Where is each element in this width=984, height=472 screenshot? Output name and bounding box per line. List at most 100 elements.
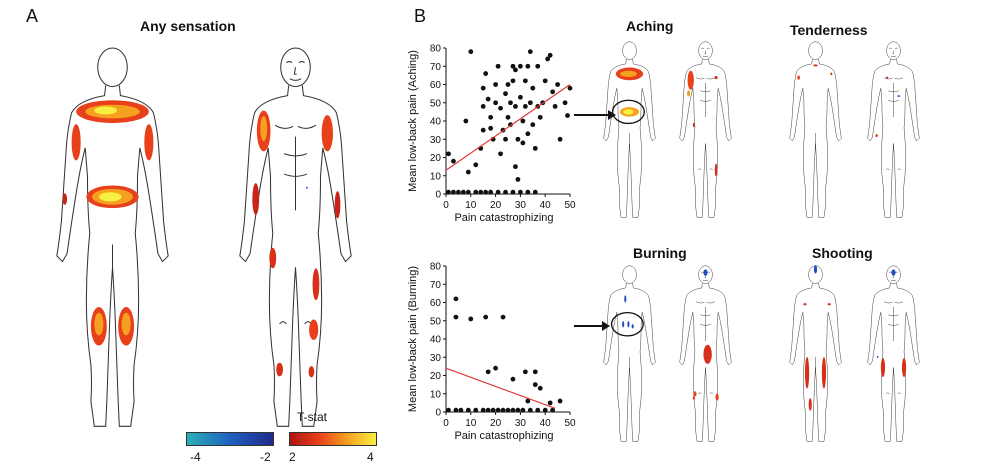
data-point [485, 96, 491, 102]
x-tick-label: 0 [443, 418, 449, 429]
data-point [500, 314, 506, 320]
body-map-front-burning [679, 265, 732, 442]
data-point [535, 407, 541, 413]
data-point [542, 407, 548, 413]
y-tick-label: 80 [430, 44, 442, 55]
map-title-aching: Aching [626, 18, 674, 34]
x-tick-label: 30 [515, 418, 527, 429]
data-point [483, 189, 489, 195]
y-tick-label: 20 [430, 153, 442, 164]
data-point [532, 369, 538, 375]
data-point [495, 407, 501, 413]
data-point [557, 398, 563, 404]
colorbar-label-neg4: -4 [190, 450, 201, 464]
data-point [451, 158, 456, 164]
data-point [451, 189, 456, 195]
panel-b-letter: B [414, 6, 427, 26]
data-point [550, 89, 556, 95]
data-point [518, 63, 523, 69]
body-map-back-any-sensation [56, 47, 169, 427]
data-point [453, 314, 459, 320]
data-point [500, 407, 506, 413]
x-tick-label: 50 [564, 418, 576, 429]
y-tick-label: 30 [430, 135, 442, 146]
y-tick-label: 70 [430, 62, 442, 73]
data-point [515, 407, 521, 413]
map-title-burning: Burning [633, 245, 687, 261]
colorbar-label-neg2: -2 [260, 450, 271, 464]
data-point [505, 407, 511, 413]
data-point [557, 136, 563, 142]
data-point [446, 189, 451, 195]
data-point [527, 49, 533, 55]
arrow-aching [574, 110, 616, 120]
regression-line [445, 367, 556, 409]
y-tick-label: 50 [430, 316, 442, 327]
data-point [525, 189, 531, 195]
x-tick-label: 40 [540, 200, 552, 211]
y-axis-label: Mean low-back pain (Burning) [407, 266, 419, 412]
data-point [465, 189, 471, 195]
data-point [515, 136, 521, 142]
heat-blobs [252, 110, 341, 378]
x-tick-label: 0 [443, 200, 449, 211]
arrow-burning [574, 321, 610, 331]
data-point [522, 78, 528, 84]
body-map-front-aching [679, 41, 732, 218]
body-map-back-shooting [789, 265, 842, 442]
data-point [498, 105, 503, 111]
data-point [480, 104, 486, 109]
data-point [518, 94, 523, 100]
data-point [532, 382, 538, 388]
data-point [478, 189, 484, 195]
data-point [495, 189, 501, 195]
data-point [552, 104, 558, 109]
colorbar-label-2: 2 [289, 450, 296, 464]
body-map-front-tenderness [867, 41, 920, 218]
data-point [473, 189, 479, 195]
data-point [520, 118, 526, 124]
y-tick-label: 60 [430, 298, 442, 309]
data-point [488, 114, 494, 120]
y-tick-label: 30 [430, 353, 442, 364]
data-point [542, 78, 548, 84]
x-tick-label: 10 [465, 200, 477, 211]
y-tick-label: 40 [430, 335, 442, 346]
y-tick-label: 50 [430, 98, 442, 109]
data-point [567, 85, 573, 91]
data-point [493, 100, 498, 106]
data-point [513, 164, 518, 170]
data-point [473, 162, 479, 168]
data-point [510, 407, 516, 413]
data-point [503, 91, 508, 97]
data-point [510, 63, 516, 69]
data-point [483, 314, 489, 320]
data-point [446, 151, 451, 157]
colorbar-label-4: 4 [367, 450, 374, 464]
x-tick-label: 30 [515, 200, 527, 211]
x-axis-label: Pain catastrophizing [454, 212, 553, 224]
data-point [508, 100, 513, 106]
data-point [498, 151, 503, 157]
data-point [503, 189, 508, 195]
y-tick-label: 20 [430, 371, 442, 382]
data-point [545, 56, 551, 62]
data-point [532, 145, 538, 151]
y-axis-label: Mean low-back pain (Aching) [407, 50, 419, 192]
body-map-back-aching [603, 41, 656, 218]
heat-blobs [62, 100, 154, 346]
data-point [525, 131, 531, 137]
x-tick-label: 50 [564, 200, 576, 211]
data-point [522, 104, 528, 109]
data-point [537, 114, 543, 120]
body-map-back-burning [603, 265, 656, 442]
data-point [453, 407, 459, 413]
data-point [513, 104, 518, 109]
data-point [565, 113, 570, 118]
data-point [493, 82, 498, 87]
data-point [518, 189, 523, 195]
data-point [495, 63, 501, 69]
regression-line [445, 84, 571, 171]
data-point [490, 407, 496, 413]
